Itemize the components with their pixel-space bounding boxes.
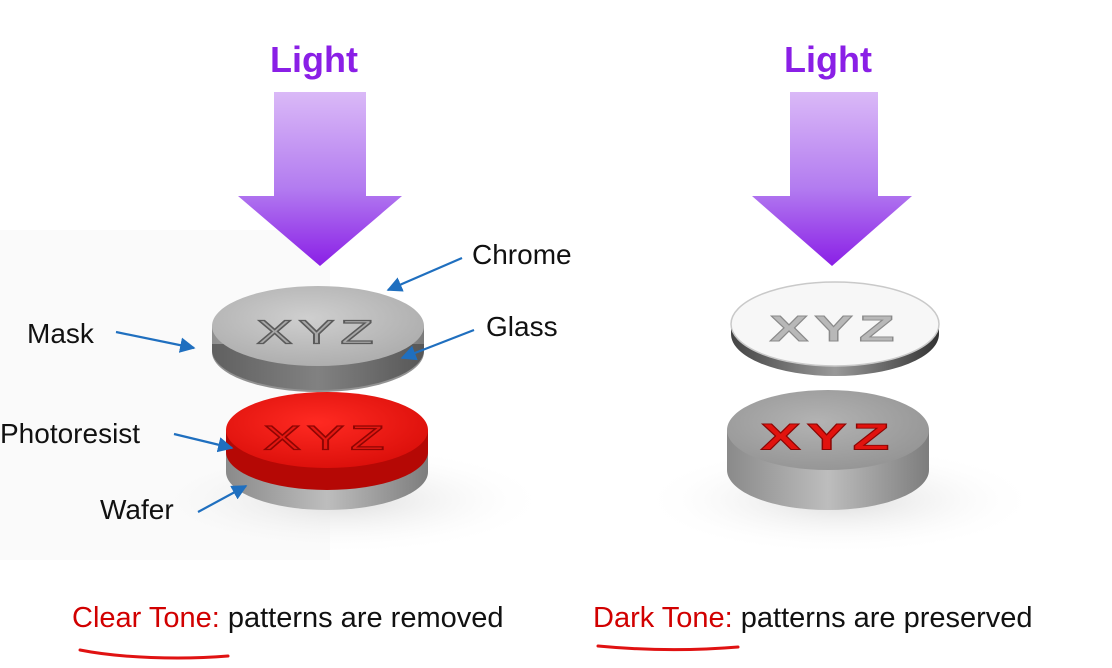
left-mask-disc [212,286,424,392]
chrome-label: Chrome [472,239,572,270]
right-light-arrow [752,92,912,266]
photoresist-pointer [173,432,234,453]
right-resist-text: XYZ [761,416,896,458]
left-light-arrow [238,92,402,266]
chrome-pointer [386,256,463,292]
dark-tone-underline [596,644,740,652]
left-light-label: Light [270,39,358,80]
left-mask-text: XYZ [257,313,380,351]
dark-tone-label: Dark Tone: [593,602,733,634]
clear-tone-caption: Clear Tone: patterns are removed [72,604,504,633]
right-glass-mask [730,281,940,376]
wafer-label: Wafer [100,494,174,525]
left-resist-text: XYZ [264,418,391,457]
right-mask-text: XYZ [770,309,901,349]
left-wafer-stack [226,392,428,510]
mask-pointer [115,330,196,353]
clear-tone-label: Clear Tone: [72,602,220,634]
mask-label: Mask [27,318,94,349]
dark-tone-description: patterns are preserved [740,602,1033,634]
dark-tone-caption: Dark Tone: patterns are preserved [593,604,1033,633]
clear-tone-description: patterns are removed [227,602,504,634]
right-light-label: Light [784,39,872,80]
right-wafer-stack [727,390,929,510]
glass-pointer [400,328,475,361]
glass-label: Glass [486,311,558,342]
clear-tone-underline [78,648,230,660]
wafer-pointer [197,485,248,513]
photoresist-label: Photoresist [0,418,141,449]
